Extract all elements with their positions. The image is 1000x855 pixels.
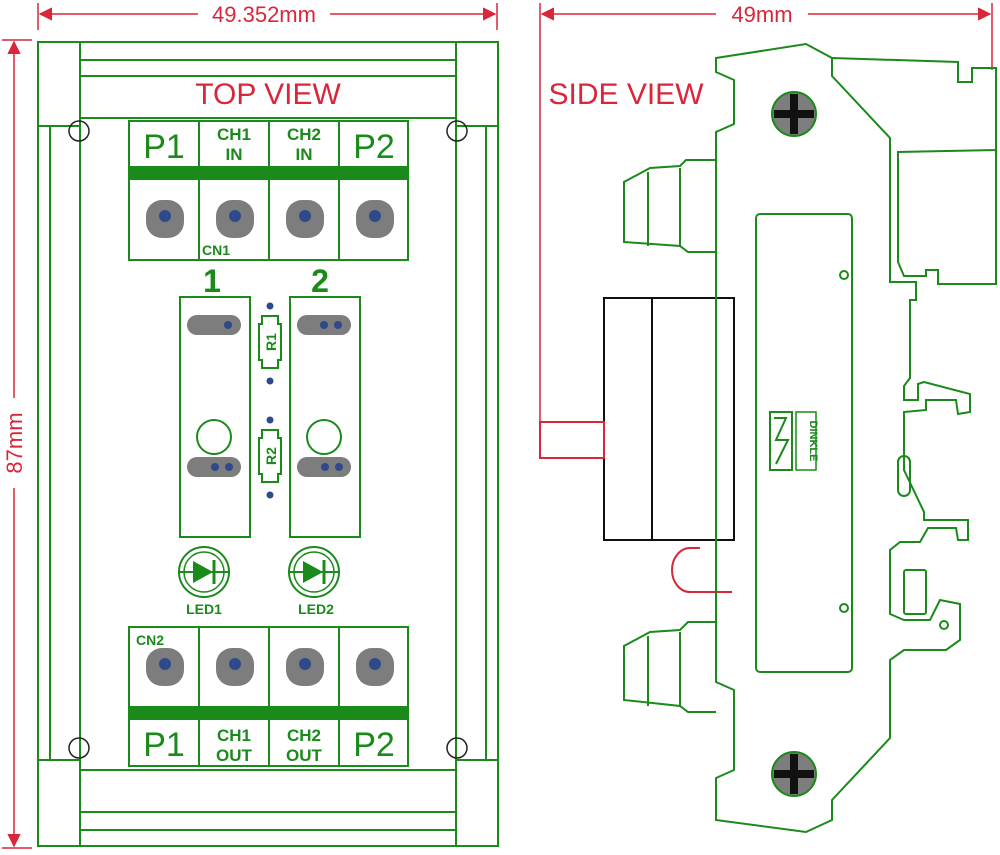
terminal-label-sub: IN (296, 145, 313, 164)
terminal-block-output: CN2 P1 CH1 OUT CH2 OUT P2 (128, 626, 409, 767)
relay-number: 2 (311, 263, 329, 299)
phillips-screw-icon[interactable] (771, 751, 817, 797)
mount-hole (68, 120, 90, 142)
led-side (671, 547, 732, 593)
resistor-r2: R2 (258, 416, 282, 499)
resistor-label: R1 (263, 333, 279, 351)
terminal-label: CH1 (217, 726, 251, 745)
dimension-height: 87mm (2, 39, 32, 849)
mount-hole (68, 737, 90, 759)
screw-terminal[interactable] (216, 200, 254, 238)
mount-hole (446, 120, 468, 142)
cn1-label: CN1 (202, 242, 230, 258)
screw-terminal[interactable] (286, 200, 324, 238)
dimension-side-width: 49mm (539, 2, 993, 430)
terminal-label: P2 (353, 726, 395, 764)
height-label: 87mm (2, 412, 27, 473)
screw-terminal[interactable] (286, 648, 324, 686)
screw-terminal[interactable] (356, 648, 394, 686)
din-housing-side (715, 42, 997, 834)
side-width-label: 49mm (731, 2, 792, 27)
terminal-label: CH2 (287, 726, 321, 745)
dimension-top-width: 49.352mm (37, 2, 498, 30)
screw-terminal[interactable] (356, 200, 394, 238)
connector-latch-bottom (623, 621, 716, 713)
screw-terminal[interactable] (146, 200, 184, 238)
relay-number: 1 (203, 263, 221, 299)
led-2: LED2 (288, 546, 340, 617)
phillips-screw-icon[interactable] (771, 91, 817, 137)
screw-terminal[interactable] (216, 648, 254, 686)
terminal-label-sub: OUT (216, 746, 253, 765)
terminal-label: P1 (143, 726, 185, 764)
terminal-label: P1 (143, 128, 185, 166)
top-view (37, 41, 499, 847)
relay-1[interactable] (179, 296, 251, 538)
relay-body-side (539, 297, 735, 541)
resistor-label: R2 (263, 447, 279, 465)
terminal-label-sub: OUT (286, 746, 323, 765)
brand-label: DINKLE (807, 421, 819, 462)
top-view-title: TOP VIEW (195, 78, 341, 111)
terminal-label: CH1 (217, 125, 251, 144)
terminal-label: CH2 (287, 125, 321, 144)
terminal-block-input: P1 CH1 IN CH2 IN P2 CN1 (128, 120, 409, 261)
terminal-label-sub: IN (226, 145, 243, 164)
resistor-r1: R1 (258, 302, 282, 385)
mount-hole (446, 737, 468, 759)
dinkle-logo: DINKLE (769, 411, 819, 471)
connector-latch-top (623, 159, 716, 253)
side-view-title: SIDE VIEW (548, 78, 704, 111)
terminal-label: P2 (353, 128, 395, 166)
led-label: LED2 (298, 601, 334, 617)
top-width-label: 49.352mm (212, 2, 316, 27)
cn2-label: CN2 (136, 632, 164, 648)
led-1: LED1 (178, 546, 230, 617)
relay-2[interactable] (289, 296, 361, 538)
led-label: LED1 (186, 601, 222, 617)
screw-terminal[interactable] (146, 648, 184, 686)
